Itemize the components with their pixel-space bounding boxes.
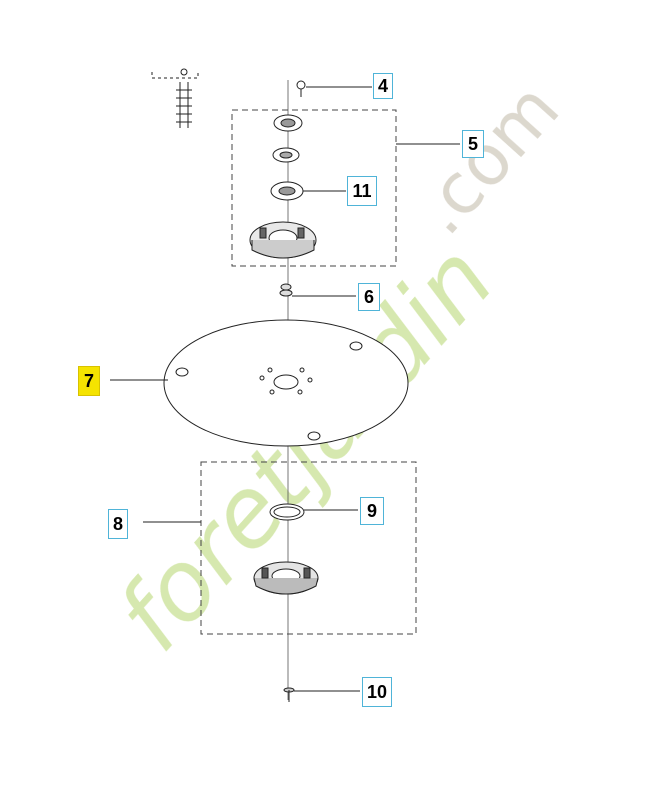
screw-part-4 [296, 80, 306, 97]
screw-part-6 [279, 283, 293, 297]
bearing-part-11 [270, 181, 304, 201]
hub-upper [249, 221, 317, 259]
hub-lower [253, 561, 319, 595]
callout-8: 8 [108, 509, 128, 539]
assembly-8-box [200, 461, 417, 635]
svg-text:.com: .com [399, 68, 575, 251]
callout-10: 10 [362, 677, 392, 707]
bearing-upper [273, 114, 303, 132]
ring-part-9 [269, 503, 305, 521]
screw-part-10 [283, 687, 295, 702]
callout-4: 4 [373, 73, 393, 99]
callout-6: 6 [358, 283, 380, 311]
assembly-5-box [231, 109, 397, 267]
callout-11: 11 [347, 176, 377, 206]
svg-text:foretjardin: foretjardin [96, 224, 515, 672]
callout-9: 9 [360, 497, 384, 525]
disc-part-7 [163, 319, 409, 447]
partial-part-top-left [151, 68, 199, 128]
callout-7: 7 [78, 366, 100, 396]
washer-middle [272, 147, 300, 163]
callout-5: 5 [462, 130, 484, 158]
